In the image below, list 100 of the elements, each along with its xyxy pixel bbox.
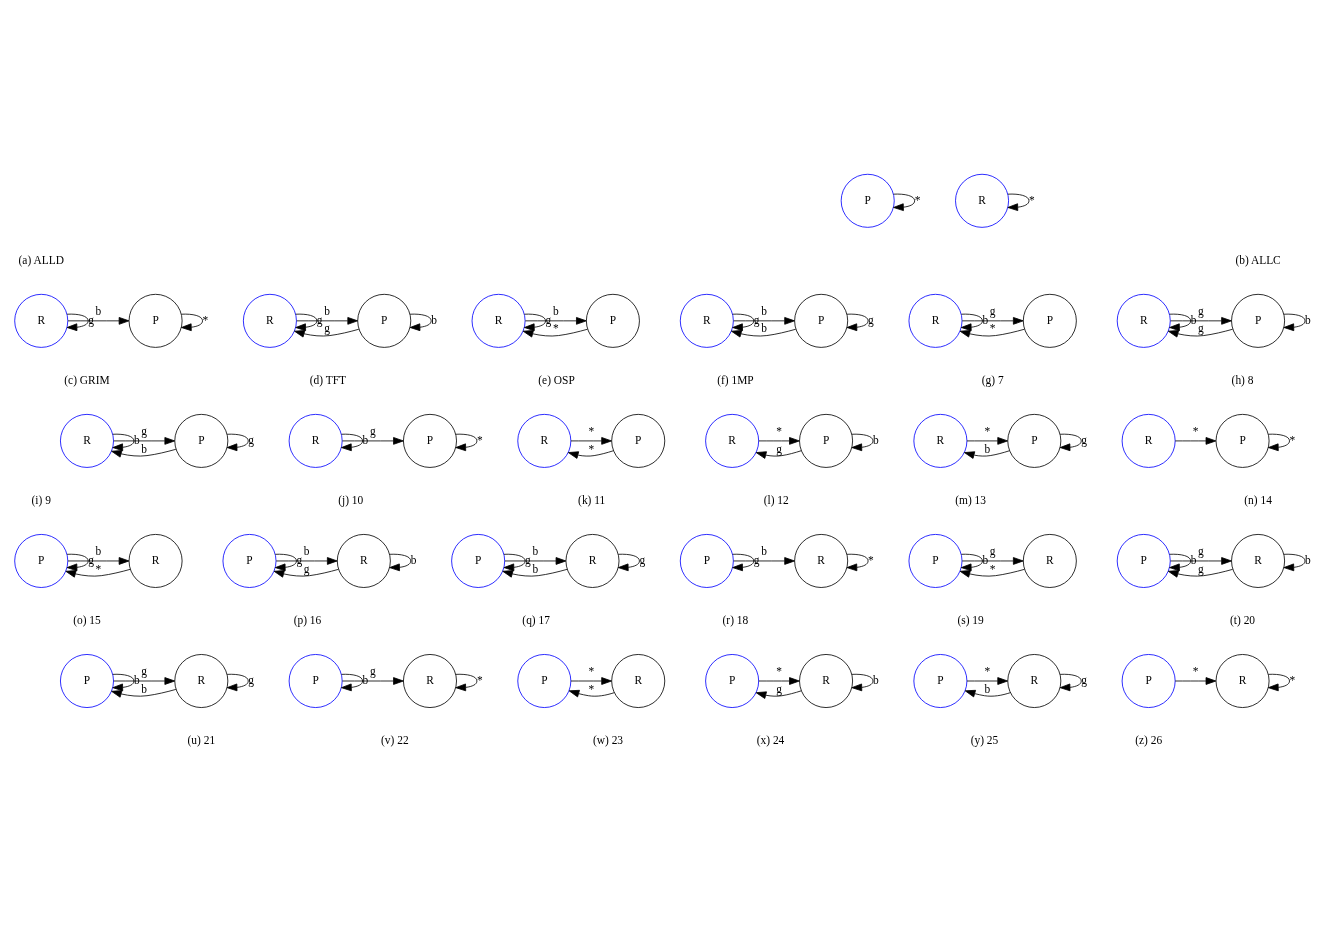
arrow bbox=[342, 676, 404, 685]
edge-label: * bbox=[476, 673, 483, 686]
node-circle: P bbox=[1121, 653, 1176, 708]
arrow bbox=[733, 556, 795, 565]
arrow bbox=[389, 553, 412, 571]
edge-label: g bbox=[639, 553, 646, 566]
arrow bbox=[1167, 328, 1234, 337]
arrow bbox=[964, 689, 1011, 697]
edge-label: g bbox=[1198, 304, 1204, 317]
label: (y) 25 bbox=[970, 733, 999, 746]
node-circle: R bbox=[471, 293, 526, 348]
arrow bbox=[111, 448, 177, 458]
arrow bbox=[274, 553, 297, 571]
edge-label: * bbox=[476, 433, 483, 446]
edge-label: b bbox=[761, 544, 767, 557]
arrow bbox=[893, 193, 916, 211]
arrow bbox=[961, 556, 1024, 565]
arrow bbox=[524, 316, 587, 325]
arrow bbox=[66, 313, 89, 331]
edge-label: * bbox=[776, 424, 782, 437]
edge-label: b bbox=[133, 433, 140, 446]
edge-label: g bbox=[776, 682, 782, 695]
label: (u) 21 bbox=[187, 733, 216, 746]
node-circle: R bbox=[955, 173, 1009, 228]
node-circle: R bbox=[679, 293, 734, 348]
edge-label: * bbox=[1192, 424, 1199, 437]
edge-label: b bbox=[532, 544, 539, 557]
label: (p) 16 bbox=[293, 613, 322, 626]
arrow bbox=[617, 553, 640, 571]
node-circle: R bbox=[799, 653, 853, 708]
arrow bbox=[966, 436, 1008, 445]
label: (d) TFT bbox=[309, 373, 347, 386]
edge-label: b bbox=[133, 673, 140, 686]
label: (a) ALLD bbox=[18, 253, 64, 266]
arrow bbox=[455, 433, 478, 451]
label: (i) 9 bbox=[31, 493, 51, 506]
edge-label: g bbox=[989, 304, 996, 317]
node-circle: P bbox=[585, 293, 640, 348]
arrow bbox=[67, 316, 130, 325]
arrow bbox=[226, 673, 249, 691]
arrow bbox=[504, 556, 567, 565]
label: (s) 19 bbox=[957, 613, 984, 626]
edge-label: * bbox=[1289, 433, 1296, 446]
label: (m) 13 bbox=[955, 493, 986, 506]
edge-label: * bbox=[1029, 193, 1035, 206]
node-circle: R bbox=[794, 533, 849, 588]
edge-label: * bbox=[588, 442, 595, 455]
edge-label: g bbox=[369, 424, 376, 437]
edge-label: b bbox=[1190, 313, 1197, 326]
edge-label: b bbox=[324, 304, 330, 317]
node-circle: P bbox=[1116, 533, 1171, 588]
node-circle: R bbox=[611, 653, 666, 708]
label: (l) 12 bbox=[763, 493, 789, 506]
arrow bbox=[568, 689, 615, 697]
arrow bbox=[524, 313, 546, 331]
arrow bbox=[733, 316, 795, 325]
arrow bbox=[341, 673, 363, 691]
node-circle: P bbox=[517, 653, 572, 708]
arrow bbox=[1174, 436, 1217, 445]
arrow bbox=[960, 313, 983, 331]
arrow bbox=[1283, 313, 1306, 331]
label: (x) 24 bbox=[756, 733, 785, 746]
edge-label: * bbox=[868, 553, 874, 566]
label: (r) 18 bbox=[722, 613, 749, 626]
arrow bbox=[341, 433, 363, 451]
edge-label: b bbox=[362, 673, 369, 686]
node-circle: R bbox=[908, 293, 963, 348]
arrow bbox=[502, 568, 568, 578]
node-circle: P bbox=[60, 653, 114, 708]
node-circle: R bbox=[517, 413, 572, 468]
label: (o) 15 bbox=[73, 613, 101, 626]
arrow bbox=[755, 449, 802, 459]
arrow bbox=[959, 568, 1025, 578]
edge-label: * bbox=[95, 562, 102, 575]
arrow bbox=[1059, 433, 1082, 451]
edge-label: g bbox=[545, 313, 552, 326]
node-circle: R bbox=[1022, 533, 1077, 588]
arrow bbox=[294, 328, 360, 337]
edge-label: * bbox=[588, 682, 595, 695]
arrow bbox=[112, 433, 135, 451]
node-circle: P bbox=[451, 533, 506, 588]
edge-label: b bbox=[873, 673, 879, 686]
arrow bbox=[296, 316, 358, 325]
arrow bbox=[1174, 676, 1217, 685]
edge-label: b bbox=[1190, 553, 1197, 566]
edge-label: g bbox=[248, 673, 254, 686]
arrow bbox=[961, 316, 1024, 325]
edge-label: b bbox=[95, 544, 102, 557]
edge-label: g bbox=[303, 562, 310, 575]
node-circle: P bbox=[611, 413, 666, 468]
arrow bbox=[846, 313, 869, 331]
arrow bbox=[570, 676, 612, 685]
label: (f) 1MP bbox=[717, 373, 754, 386]
label: (w) 23 bbox=[592, 733, 624, 746]
edge-label: g bbox=[753, 313, 760, 326]
edge-label: * bbox=[202, 313, 209, 326]
node-circle: R bbox=[288, 413, 343, 468]
arrow bbox=[1170, 556, 1232, 565]
arrow bbox=[503, 553, 526, 571]
node-circle: R bbox=[705, 413, 760, 468]
